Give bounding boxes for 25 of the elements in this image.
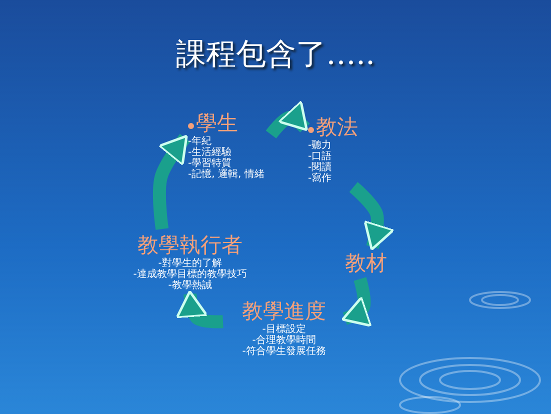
list-item: -目標設定 [261, 324, 307, 335]
list-item: -記憶, 邏輯, 情緒 [188, 169, 266, 180]
list-item: -口語 [308, 151, 333, 162]
list-item: -對學生的了解 [158, 258, 223, 269]
curved-arrow [266, 100, 310, 138]
topic-heading: 教學進度 [242, 298, 326, 324]
list-item: -達成教學目標的教學技巧 [132, 269, 248, 280]
curved-arrow [152, 134, 190, 230]
slide-title: 課程包含了….. [174, 36, 376, 74]
curved-arrow [349, 182, 395, 251]
list-item: -寫作 [308, 173, 333, 184]
list-item: -年紀 [188, 136, 213, 147]
list-item: -合理教學時間 [251, 335, 317, 346]
topic-heading: 教學執行者 [138, 232, 242, 258]
curved-arrow [176, 290, 224, 328]
topic-heading: 學生 [196, 110, 238, 136]
list-item: -符合學生發展任務 [241, 346, 327, 357]
topic-heading: 教法 [316, 114, 358, 140]
topic-heading: 教材 [345, 250, 387, 276]
list-item: -聽力 [308, 140, 333, 151]
list-item: -教學熱誠 [167, 280, 213, 291]
list-item: -學習特質 [188, 158, 233, 169]
curved-arrow [341, 277, 372, 327]
list-item: -生活經驗 [188, 147, 233, 158]
list-item: -閱讀 [308, 162, 333, 173]
